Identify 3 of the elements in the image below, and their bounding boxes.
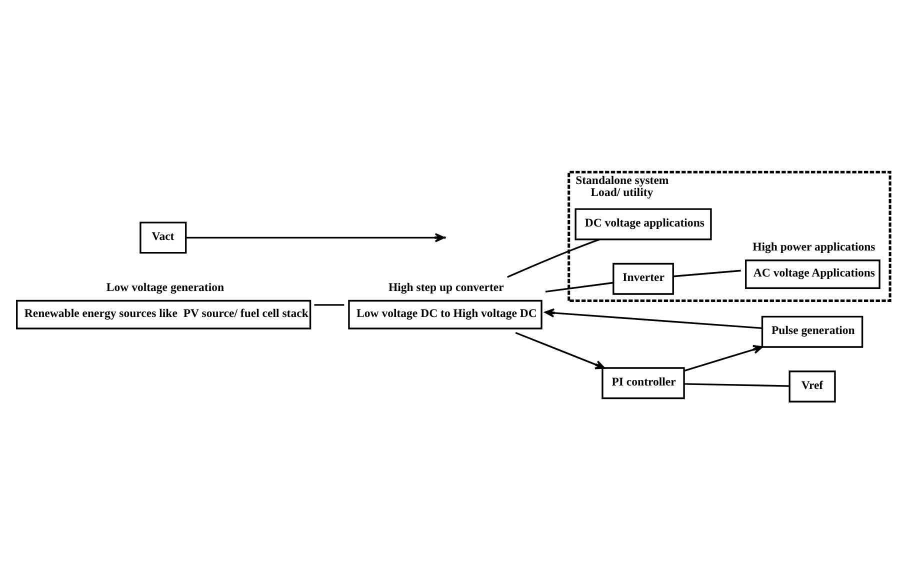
node-label: High step up converter bbox=[388, 280, 504, 294]
node-label: Low voltage generation bbox=[106, 280, 224, 294]
node-label: High power applications bbox=[752, 240, 876, 254]
